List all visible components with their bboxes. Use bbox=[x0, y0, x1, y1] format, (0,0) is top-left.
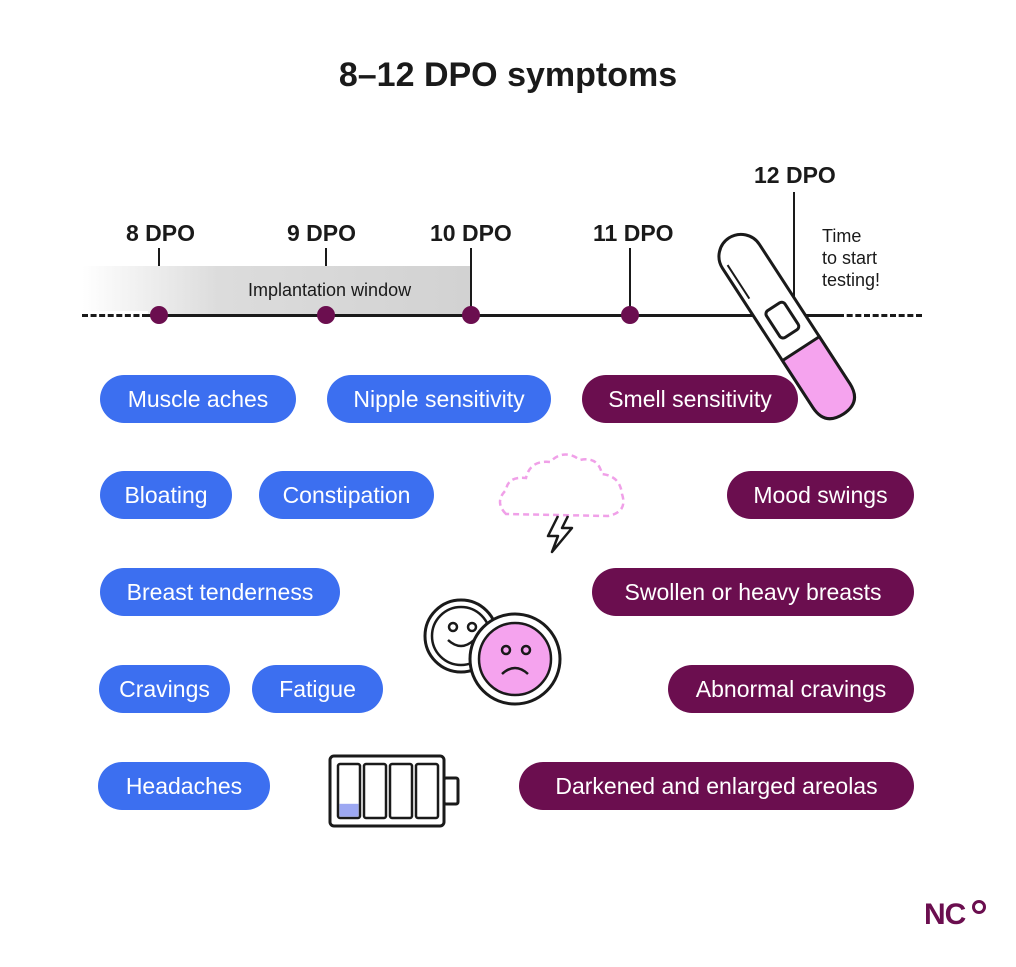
testing-note-line-1: Time bbox=[822, 226, 862, 246]
battery-fill bbox=[339, 803, 359, 817]
symptom-smell-sensitivity: Smell sensitivity bbox=[582, 375, 798, 423]
testing-note: Time to start testing! bbox=[822, 225, 880, 291]
symptom-breast-tenderness: Breast tenderness bbox=[100, 568, 340, 616]
timeline-dashed-end bbox=[838, 314, 922, 317]
symptom-darkened-areolas: Darkened and enlarged areolas bbox=[519, 762, 914, 810]
implantation-window-band bbox=[82, 266, 472, 314]
nc-logo: NC bbox=[924, 898, 966, 931]
timeline-dashed-start bbox=[82, 314, 148, 317]
testing-note-line-2: to start bbox=[822, 248, 878, 268]
symptom-constipation: Constipation bbox=[259, 471, 434, 519]
timeline-dot-10 bbox=[462, 306, 480, 324]
timeline-line bbox=[82, 314, 922, 317]
symptom-bloating: Bloating bbox=[100, 471, 232, 519]
symptom-muscle-aches: Muscle aches bbox=[100, 375, 296, 423]
tick-8-dpo bbox=[158, 248, 160, 266]
nc-logo-ring bbox=[972, 900, 986, 914]
symptom-swollen-breasts: Swollen or heavy breasts bbox=[592, 568, 914, 616]
cloud-lightning-icon bbox=[498, 453, 625, 554]
symptom-fatigue: Fatigue bbox=[252, 665, 383, 713]
timeline-dot-11 bbox=[621, 306, 639, 324]
low-battery-icon bbox=[328, 754, 460, 828]
timeline-dot-8 bbox=[150, 306, 168, 324]
testing-note-line-3: testing! bbox=[822, 270, 881, 290]
page-title: 8–12 DPO symptoms bbox=[338, 56, 678, 94]
tick-11-dpo bbox=[629, 248, 631, 314]
tick-9-dpo bbox=[325, 248, 327, 266]
symptom-abnormal-cravings: Abnormal cravings bbox=[668, 665, 914, 713]
marker-11-dpo: 11 DPO bbox=[593, 220, 674, 246]
tick-10-dpo bbox=[470, 248, 472, 314]
symptom-mood-swings: Mood swings bbox=[727, 471, 914, 519]
tick-12-dpo bbox=[793, 192, 795, 314]
marker-9-dpo: 9 DPO bbox=[287, 220, 357, 246]
symptom-cravings: Cravings bbox=[99, 665, 230, 713]
sad-face-icon bbox=[468, 612, 562, 706]
marker-8-dpo: 8 DPO bbox=[126, 220, 196, 246]
marker-12-dpo: 12 DPO bbox=[754, 162, 836, 188]
implantation-window-label: Implantation window bbox=[248, 280, 412, 300]
timeline-dot-9 bbox=[317, 306, 335, 324]
marker-10-dpo: 10 DPO bbox=[430, 220, 512, 246]
pregnancy-test-icon bbox=[717, 232, 857, 421]
symptom-nipple-sensitivity: Nipple sensitivity bbox=[327, 375, 551, 423]
symptom-headaches: Headaches bbox=[98, 762, 270, 810]
